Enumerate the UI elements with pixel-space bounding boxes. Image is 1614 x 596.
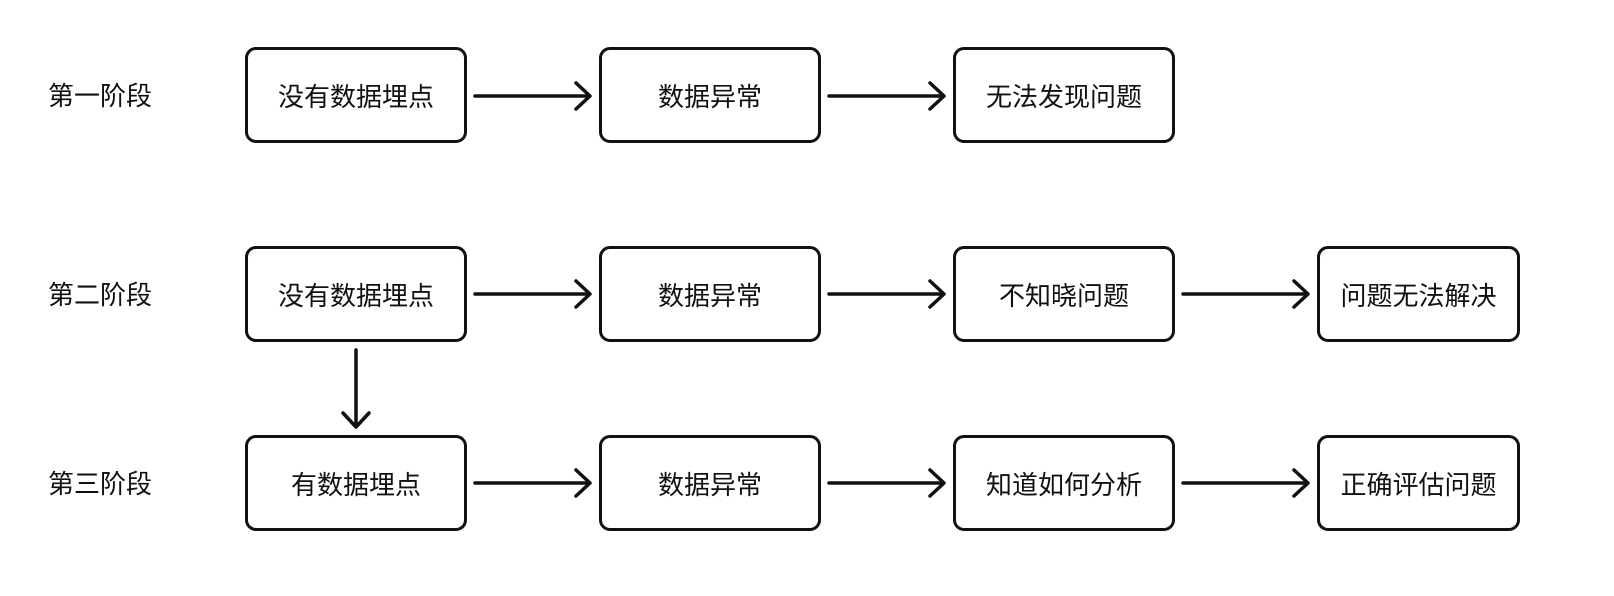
stage-3-node-1: 有数据埋点 xyxy=(245,435,467,531)
arrow-s3-3-to-4 xyxy=(1181,468,1310,498)
arrow-s2-to-s3-vertical xyxy=(341,348,371,429)
stage-2-label: 第二阶段 xyxy=(48,281,153,311)
stage-3-node-4: 正确评估问题 xyxy=(1317,435,1520,531)
stage-1-label: 第一阶段 xyxy=(48,82,153,112)
arrow-s2-2-to-3 xyxy=(827,279,946,309)
stage-1-node-3: 无法发现问题 xyxy=(953,47,1175,143)
arrow-s3-2-to-3 xyxy=(827,468,946,498)
stage-1-node-3-text: 无法发现问题 xyxy=(985,82,1142,113)
arrow-s3-1-to-2 xyxy=(473,468,592,498)
stage-2-node-4-text: 问题无法解决 xyxy=(1340,281,1497,312)
arrow-s2-1-to-2 xyxy=(473,279,592,309)
arrow-s1-1-to-2 xyxy=(473,81,592,111)
stage-1-node-1-text: 没有数据埋点 xyxy=(277,82,434,113)
stage-3-node-4-text: 正确评估问题 xyxy=(1340,470,1497,501)
stage-2-node-1-text: 没有数据埋点 xyxy=(277,281,434,312)
stage-2-node-2: 数据异常 xyxy=(599,246,821,342)
stage-3-node-3: 知道如何分析 xyxy=(953,435,1175,531)
arrow-s2-3-to-4 xyxy=(1181,279,1310,309)
stage-3-label: 第三阶段 xyxy=(48,470,153,500)
stage-2-node-3-text: 不知晓问题 xyxy=(998,281,1129,312)
stage-2-node-1: 没有数据埋点 xyxy=(245,246,467,342)
stage-3-node-2: 数据异常 xyxy=(599,435,821,531)
stage-3-node-3-text: 知道如何分析 xyxy=(985,470,1142,501)
stage-1-node-2-text: 数据异常 xyxy=(657,82,762,113)
stage-1-node-1: 没有数据埋点 xyxy=(245,47,467,143)
stage-2-node-2-text: 数据异常 xyxy=(657,281,762,312)
stage-2-node-3: 不知晓问题 xyxy=(953,246,1175,342)
stage-3-node-1-text: 有数据埋点 xyxy=(290,470,421,501)
stage-1-node-2: 数据异常 xyxy=(599,47,821,143)
stage-3-node-2-text: 数据异常 xyxy=(657,470,762,501)
stage-2-node-4: 问题无法解决 xyxy=(1317,246,1520,342)
arrow-s1-2-to-3 xyxy=(827,81,946,111)
